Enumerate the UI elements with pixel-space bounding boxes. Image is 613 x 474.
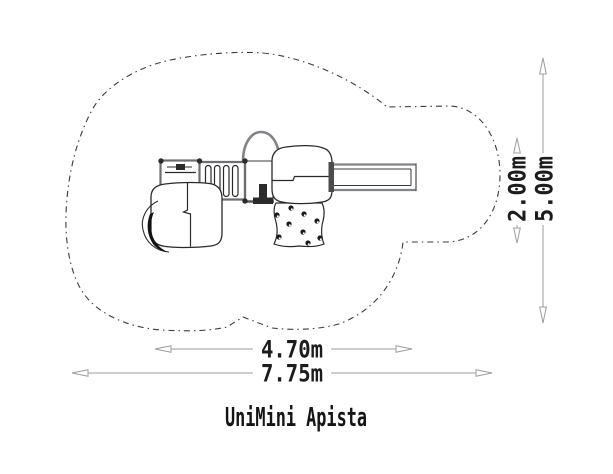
arrowhead-left-icon xyxy=(154,345,172,353)
dimension-label-inner-width: 4.70m xyxy=(261,336,323,364)
curved-slide-exit-icon xyxy=(141,200,170,253)
dimension-inner-depth xyxy=(513,137,521,244)
arrowhead-down-icon xyxy=(513,227,521,244)
safety-zone-outline-icon xyxy=(65,51,501,332)
arrowhead-right-icon xyxy=(475,369,493,377)
arch-roof-icon xyxy=(241,130,281,163)
entry-step-icon xyxy=(253,184,273,204)
arrowhead-down-icon xyxy=(539,306,547,324)
dimension-inner-width xyxy=(154,345,413,353)
arrowhead-up-icon xyxy=(539,57,547,75)
playground-equipment-icon xyxy=(141,130,417,253)
dimension-outer-depth xyxy=(539,57,547,324)
dimension-label-outer-depth: 5.00m xyxy=(531,156,559,222)
dimension-label-inner-depth: 2.00m xyxy=(504,156,532,222)
arrowhead-left-icon xyxy=(71,369,89,377)
arrowhead-up-icon xyxy=(513,137,521,154)
tower-roof-icon xyxy=(271,144,333,205)
middle-bay-icon xyxy=(243,160,274,203)
climbing-holds-icon xyxy=(274,205,323,246)
straight-slide-icon xyxy=(328,162,417,192)
dimension-label-outer-width: 7.75m xyxy=(261,360,323,388)
playhouse-roof-icon xyxy=(150,181,223,249)
climbing-wall-icon xyxy=(273,202,325,248)
arrowhead-right-icon xyxy=(395,345,413,353)
product-title: UniMini Apista xyxy=(225,403,367,433)
activity-panel-icon xyxy=(176,164,185,170)
dimension-outer-width xyxy=(71,369,493,377)
